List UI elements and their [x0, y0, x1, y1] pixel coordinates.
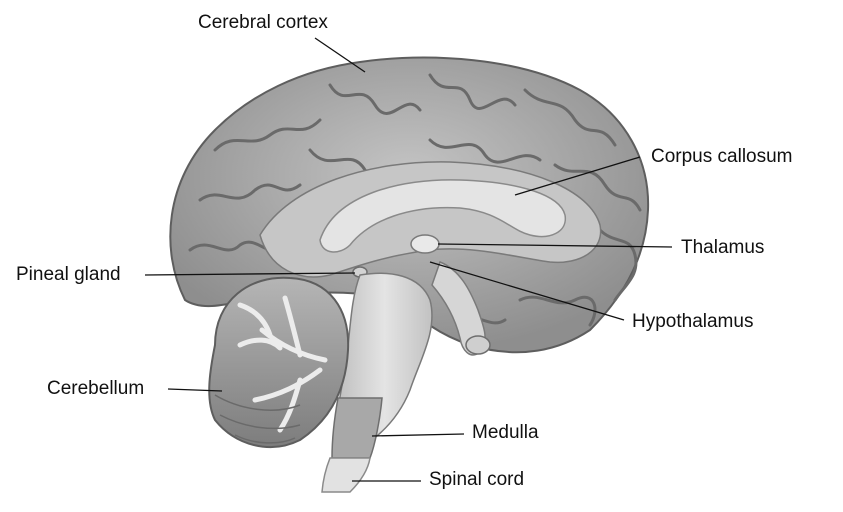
cerebellum-folia — [214, 394, 301, 444]
leader-pineal-gland — [144, 272, 356, 276]
spinal-cord-shape — [321, 457, 371, 493]
label-cerebral-cortex: Cerebral cortex — [198, 12, 328, 33]
label-pineal-gland: Pineal gland — [16, 264, 121, 285]
label-cerebellum: Cerebellum — [47, 378, 145, 399]
label-thalamus: Thalamus — [681, 237, 765, 258]
leader-cerebellum — [167, 388, 223, 392]
thalamus-shape — [410, 234, 440, 254]
corpus-callosum-shape — [319, 179, 566, 253]
medulla-shape — [331, 397, 383, 459]
leader-corpus-callosum — [514, 156, 641, 196]
label-hypothalamus: Hypothalamus — [632, 311, 754, 332]
pituitary-shape — [465, 335, 491, 355]
label-corpus-callosum: Corpus callosum — [651, 146, 793, 167]
label-spinal-cord: Spinal cord — [429, 469, 525, 490]
leader-medulla — [371, 433, 465, 437]
leader-lines — [144, 37, 673, 482]
cerebellum-shape — [208, 276, 350, 448]
leader-thalamus — [437, 243, 673, 248]
arbor-vitae — [237, 295, 328, 433]
leader-cerebral-cortex — [314, 37, 366, 73]
leader-hypothalamus — [429, 261, 625, 321]
label-medulla: Medulla — [472, 422, 539, 443]
